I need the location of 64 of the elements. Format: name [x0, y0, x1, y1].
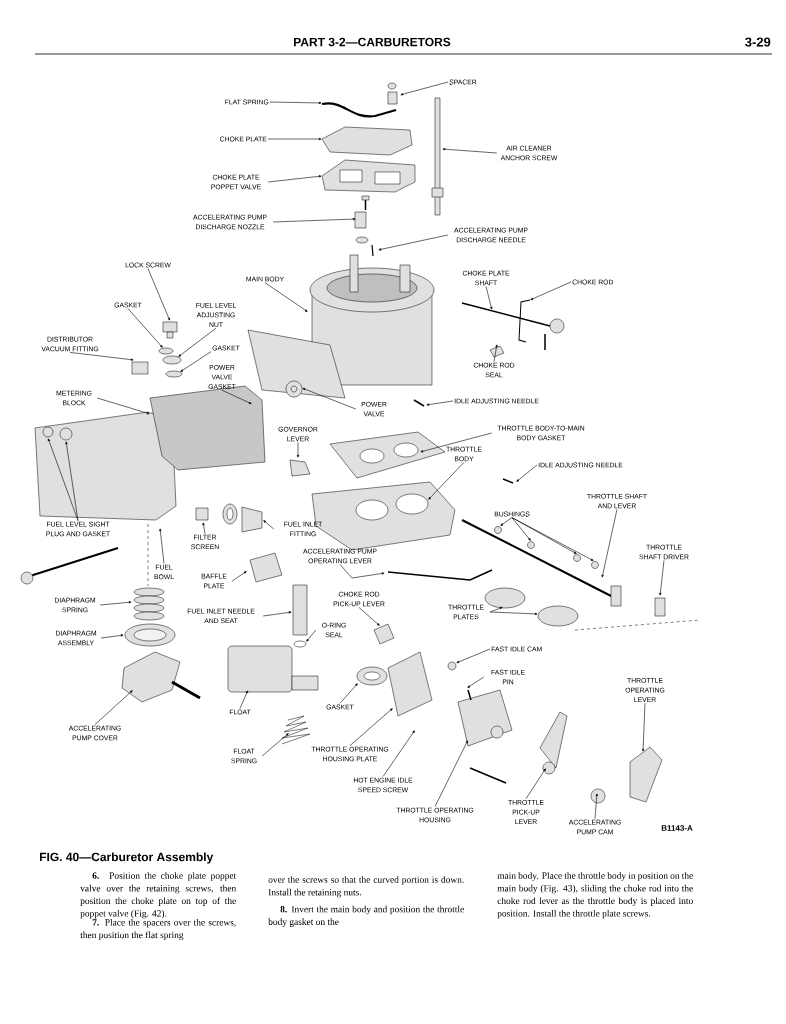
leader-line — [269, 101, 322, 105]
leader-line — [267, 175, 322, 183]
leader-line — [428, 462, 465, 500]
leader-line — [180, 351, 212, 372]
leader-line — [221, 389, 252, 404]
leader-line — [306, 629, 317, 642]
leader-line — [467, 676, 485, 688]
page-header: PART 3-2—CARBURETORS — [294, 37, 451, 47]
leader-line — [99, 601, 132, 606]
leader-line — [594, 793, 598, 819]
leader-line — [511, 517, 594, 561]
leader-line — [525, 768, 546, 800]
leader-line — [489, 607, 503, 613]
leader-line — [263, 520, 275, 530]
leader-line — [442, 148, 498, 154]
leader-line — [601, 509, 618, 578]
leader-line — [296, 442, 300, 458]
leader-line — [272, 218, 356, 223]
leader-line — [65, 441, 79, 521]
leader-line — [147, 268, 170, 321]
figure-code: B1143-A — [661, 825, 693, 831]
leader-line — [400, 81, 449, 96]
body-paragraph: 8. Invert the main body and position the throttle body gasket on the — [268, 905, 464, 927]
body-paragraph: main body. Place the throttle body in position on the main body (Fig. 43), sliding the choke rod into the choke rod lever as the throttle body is placed into position. Install the throttle plate screws. — [497, 872, 693, 919]
leader-line — [267, 137, 322, 141]
leader-line — [202, 522, 206, 534]
leader-line — [456, 648, 491, 663]
leader-line — [485, 286, 493, 310]
leader-line — [489, 611, 538, 615]
leader-line — [94, 690, 133, 725]
body-paragraph: 7. Place the spacers over the screws, then position the flat spring — [80, 918, 236, 941]
figure-caption: FIG. 40—Carburetor Assembly — [40, 852, 214, 864]
leader-line — [530, 281, 572, 300]
leader-line — [69, 352, 134, 361]
leader-line — [239, 690, 248, 709]
leader-line — [339, 683, 358, 704]
leader-line — [96, 397, 150, 415]
leader-line — [378, 234, 449, 251]
leader-line — [642, 702, 646, 752]
leader-line — [426, 400, 454, 406]
leader-line — [659, 560, 665, 596]
leader-line — [382, 730, 415, 777]
leader-line — [231, 571, 247, 582]
leader-line — [339, 564, 385, 579]
body-paragraph: over the screws so that the curved portion is down. Install the retaining nuts. — [268, 876, 464, 898]
leader-line — [262, 611, 292, 617]
leader-line — [159, 528, 165, 564]
leader-line — [302, 388, 357, 410]
leader-line — [264, 282, 308, 312]
leader-line — [358, 607, 380, 626]
leader-line — [493, 344, 498, 362]
leader-line — [511, 517, 531, 541]
leader-line — [127, 308, 163, 348]
page-number: 3-29 — [745, 37, 771, 47]
leader-line — [178, 327, 217, 357]
leader-line — [434, 740, 468, 807]
leader-line — [420, 432, 493, 453]
leader-line — [516, 464, 538, 482]
leader-line — [349, 708, 393, 746]
leader-line — [47, 438, 79, 521]
leader-line — [261, 733, 289, 757]
leader-line — [500, 517, 513, 526]
body-paragraph: 6. Position the choke plate poppet valve over the retaining screws, then position the choke plate on top of the poppet valve (Fig. 42). — [80, 872, 237, 919]
leader-line — [100, 634, 124, 639]
